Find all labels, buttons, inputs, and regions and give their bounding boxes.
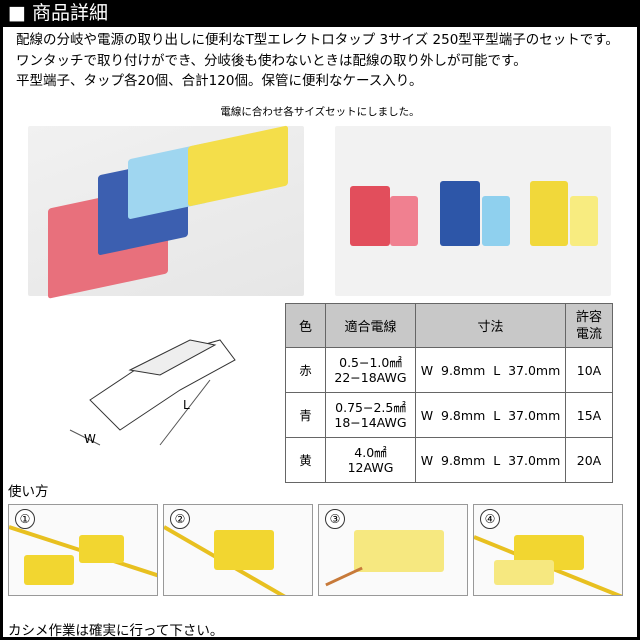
cell-color: 黄	[285, 437, 326, 483]
step-3-photo: ③	[318, 504, 468, 596]
subcaption: 電線に合わせ各サイズセットにしました。	[220, 106, 420, 118]
description-line: 平型端子、タップ各20個、合計120個。保管に便利なケース入り。	[16, 73, 423, 89]
cell-current: 20A	[565, 437, 613, 483]
col-wire: 適合電線	[325, 303, 416, 348]
table-header-row: 色 適合電線 寸法 許容 電流	[285, 303, 613, 348]
description-line: 配線の分岐や電源の取り出しに便利なT型エレクトロタップ 3サイズ 250型平型端…	[16, 32, 619, 48]
wire-awg: 22−18AWG	[334, 370, 407, 385]
step-1-photo: ①	[8, 504, 158, 596]
step-number: ④	[480, 509, 500, 529]
howto-title: 使い方	[8, 484, 49, 500]
step-number: ①	[15, 509, 35, 529]
product-description: 配線の分岐や電源の取り出しに便利なT型エレクトロタップ 3サイズ 250型平型端…	[16, 30, 619, 92]
product-case-photo	[28, 125, 304, 299]
wire-awg: 18−14AWG	[334, 415, 407, 430]
step-2-photo: ②	[163, 504, 313, 596]
step-number: ③	[325, 509, 345, 529]
col-current: 許容 電流	[565, 303, 613, 348]
wire-mm: 0.5−1.0㎟	[339, 355, 402, 370]
cell-color: 赤	[285, 347, 326, 393]
col-color: 色	[285, 303, 326, 348]
step-number: ②	[170, 509, 190, 529]
cell-size: W 9.8mm L 37.0mm	[415, 347, 566, 393]
wire-awg: 12AWG	[347, 460, 394, 475]
cell-size: W 9.8mm L 37.0mm	[415, 437, 566, 483]
section-header: ■ 商品詳細	[0, 0, 640, 27]
dimension-diagram	[69, 339, 236, 446]
width-label: W	[84, 432, 96, 446]
terminals-photo	[335, 126, 611, 296]
col-size: 寸法	[415, 303, 566, 348]
cell-color: 青	[285, 392, 326, 438]
wire-mm: 0.75−2.5㎟	[335, 400, 406, 415]
howto-caption: カシメ作業は確実に行って下さい。	[8, 623, 224, 639]
cell-current: 15A	[565, 392, 613, 438]
description-line: ワンタッチで取り付けができ、分岐後も使わないときは配線の取り外しが可能です。	[16, 52, 527, 69]
length-label: L	[183, 398, 190, 412]
wire-mm: 4.0㎟	[354, 445, 387, 460]
cell-current: 10A	[565, 347, 613, 393]
step-4-photo: ④	[473, 504, 623, 596]
cell-size: W 9.8mm L 37.0mm	[415, 392, 566, 438]
